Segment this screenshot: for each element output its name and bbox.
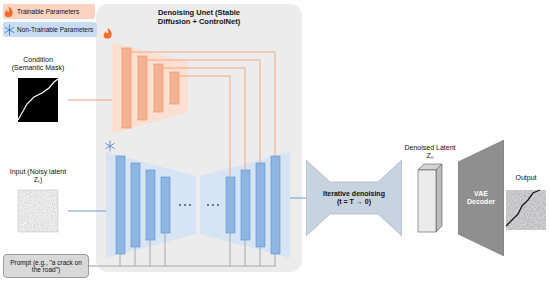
controlnet-skip (147, 60, 260, 163)
ellipsis-dot (184, 204, 186, 206)
prompt-lines (96, 233, 276, 266)
output-line (290, 198, 302, 199)
node-label: Prompt (e.g., "a crack on the road") (6, 259, 86, 274)
condition-line (96, 100, 112, 101)
flame-icon (104, 28, 112, 39)
output-image (506, 190, 546, 230)
connector (68, 100, 96, 101)
decoder-trapezoid: VAE Decoder (458, 140, 504, 256)
prompt-box: Prompt (e.g., "a crack on the road") (3, 254, 89, 278)
input-line (96, 211, 106, 212)
encoder-block (170, 72, 179, 104)
node-label: Condition (Semantic Mask) (8, 56, 68, 72)
decoder-block (226, 177, 235, 233)
controlnet-skip (179, 76, 230, 177)
mask-image (18, 78, 58, 122)
node-label: Output (504, 174, 548, 182)
node-label: Denoising Unet (Stable Diffusion + Contr… (143, 9, 255, 26)
image-input: Input (Noisy latent Zₜ) (8, 168, 68, 232)
encoder-block (122, 48, 131, 128)
snowflake-icon (106, 141, 115, 151)
unet-panel (96, 4, 302, 272)
encoder-block (146, 170, 155, 240)
encoder-block (161, 177, 170, 233)
node-label: Input (Noisy latent Zₜ) (8, 168, 68, 184)
legend-text: Non-Trainable Parameters (17, 26, 93, 33)
controlnet-skip (163, 68, 245, 170)
decoder-block (271, 156, 280, 254)
legend-swatch: Non-Trainable Parameters (3, 22, 97, 37)
ellipsis-dot (217, 204, 219, 206)
encoder-block (116, 156, 125, 254)
image-input: Condition (Semantic Mask) (8, 56, 68, 122)
decoder-block (241, 170, 250, 240)
latent-block: Denoised Latent Z₀ (404, 144, 456, 234)
latent-side (436, 164, 442, 232)
ellipsis-dot (179, 204, 181, 206)
sd-encoder (106, 152, 196, 258)
legend-text: Trainable Parameters (17, 8, 79, 15)
connector (302, 198, 306, 199)
mask-crack (18, 79, 58, 120)
node-label: Denoised Latent Z₀ (404, 144, 456, 160)
unet-panel: Denoising Unet (Stable Diffusion + Contr… (96, 4, 302, 272)
node-label: Iterative denoising (t = T → 0) (321, 190, 387, 206)
connector (68, 211, 96, 212)
encoder-block (131, 163, 140, 247)
ellipsis-dot (189, 204, 191, 206)
latent-front (418, 170, 436, 232)
ellipsis-dot (212, 204, 214, 206)
ellipsis-dot (207, 204, 209, 206)
output-image: Output (504, 174, 548, 232)
snowflake-icon (4, 24, 15, 36)
noise-image (18, 190, 58, 232)
output-crack (506, 190, 540, 226)
hourglass-block: Iterative denoising (t = T → 0) (306, 160, 402, 236)
encoder-block (154, 64, 163, 112)
decoder-block (256, 163, 265, 247)
controlnet-encoder (112, 42, 188, 134)
connector (89, 266, 96, 267)
legend-swatch: Trainable Parameters (3, 4, 95, 19)
flame-icon (4, 6, 15, 18)
noise-border (18, 190, 58, 232)
encoder-block (138, 56, 147, 120)
node-label: VAE Decoder (461, 190, 501, 206)
